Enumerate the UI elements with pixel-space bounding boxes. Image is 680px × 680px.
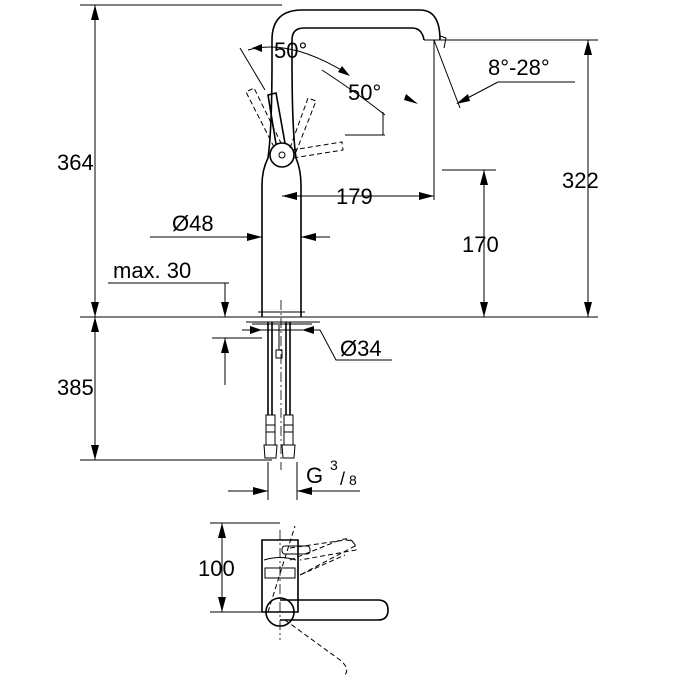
lever-left-ghost <box>245 87 282 148</box>
label-g-slash: / <box>340 469 345 489</box>
dim-100-arrow-bottom <box>218 597 226 612</box>
label-tilt: 8°-28° <box>488 55 550 80</box>
dim-max30-arrow2 <box>221 338 229 353</box>
dim-d48-arrow-right <box>301 233 316 241</box>
hose-nut-left <box>263 444 278 459</box>
lever-hub <box>269 142 295 168</box>
plan-ghost-top <box>289 539 357 561</box>
label-g: G <box>306 463 323 488</box>
dim-100-arrow-top <box>218 523 226 538</box>
hose-end-left <box>265 414 276 446</box>
dim-179-arrow-right <box>419 192 434 200</box>
deck-plate <box>246 321 320 331</box>
label-max30: max. 30 <box>113 258 191 283</box>
plan-ghost-rotation <box>267 525 296 613</box>
dim-364-arrow-bottom <box>91 302 99 317</box>
tilt-ref-line <box>433 39 461 109</box>
lever-right-ghost <box>289 97 317 153</box>
plan-body <box>261 539 299 613</box>
label-100: 100 <box>198 556 235 581</box>
hose-knurl <box>266 424 293 433</box>
dim-385-arrow-bottom <box>91 445 99 460</box>
arc-50-right <box>321 69 386 116</box>
dim-170-arrow-top <box>480 170 488 185</box>
hose-nut-right <box>281 444 296 459</box>
lever-forward-ghost <box>291 141 344 159</box>
dim-g38-arrow-right <box>297 487 312 495</box>
hose-ends <box>263 414 296 459</box>
plan-ghost-ext <box>299 554 346 576</box>
dim-364-arrow-top <box>91 5 99 20</box>
label-50-right: 50° <box>348 80 381 105</box>
label-364: 364 <box>57 150 94 175</box>
fixing-nut <box>275 349 283 359</box>
faucet-side-view <box>239 9 447 470</box>
lever-hub-center <box>278 151 286 159</box>
arc-right-arrow <box>404 94 418 104</box>
spout-outer <box>261 9 441 228</box>
dim-d34-leader <box>319 329 392 361</box>
angle-ref-left <box>239 47 266 91</box>
dim-322-arrow-top <box>584 40 592 55</box>
dim-385-arrow-top <box>91 317 99 332</box>
spout-aerator <box>439 35 447 49</box>
arc-arrow-left <box>252 44 262 52</box>
label-g-den: 8 <box>349 472 357 488</box>
label-d48: Ø48 <box>172 211 214 236</box>
lever-closed <box>267 92 286 145</box>
label-322: 322 <box>562 168 599 193</box>
dim-170-arrow-bottom <box>480 302 488 317</box>
faucet-plan-view <box>261 525 389 676</box>
label-g-num: 3 <box>330 457 338 473</box>
label-179: 179 <box>336 184 373 209</box>
plan-ghost-down <box>284 619 348 676</box>
plan-lever <box>280 599 389 621</box>
hose-end-right <box>283 414 294 446</box>
dim-g38-arrow-left <box>253 487 268 495</box>
labels: 364 385 322 170 179 Ø48 max. 30 Ø34 G 3 … <box>57 38 599 581</box>
label-170: 170 <box>462 232 499 257</box>
label-385: 385 <box>57 375 94 400</box>
label-50-left: 50° <box>274 38 307 63</box>
dim-322-arrow-bottom <box>584 302 592 317</box>
plan-ghost-up <box>289 538 356 576</box>
plan-lever-top <box>281 545 311 555</box>
dim-d48-arrow-left <box>247 233 262 241</box>
tilt-arrow <box>456 94 470 104</box>
dim-179-arrow-left <box>282 192 297 200</box>
dimension-lines <box>80 4 598 613</box>
arc-arrow-right <box>338 66 350 76</box>
label-d34: Ø34 <box>340 336 382 361</box>
spout-inner <box>291 27 425 228</box>
dim-max30-arrow <box>221 302 229 317</box>
body-column <box>261 228 302 317</box>
